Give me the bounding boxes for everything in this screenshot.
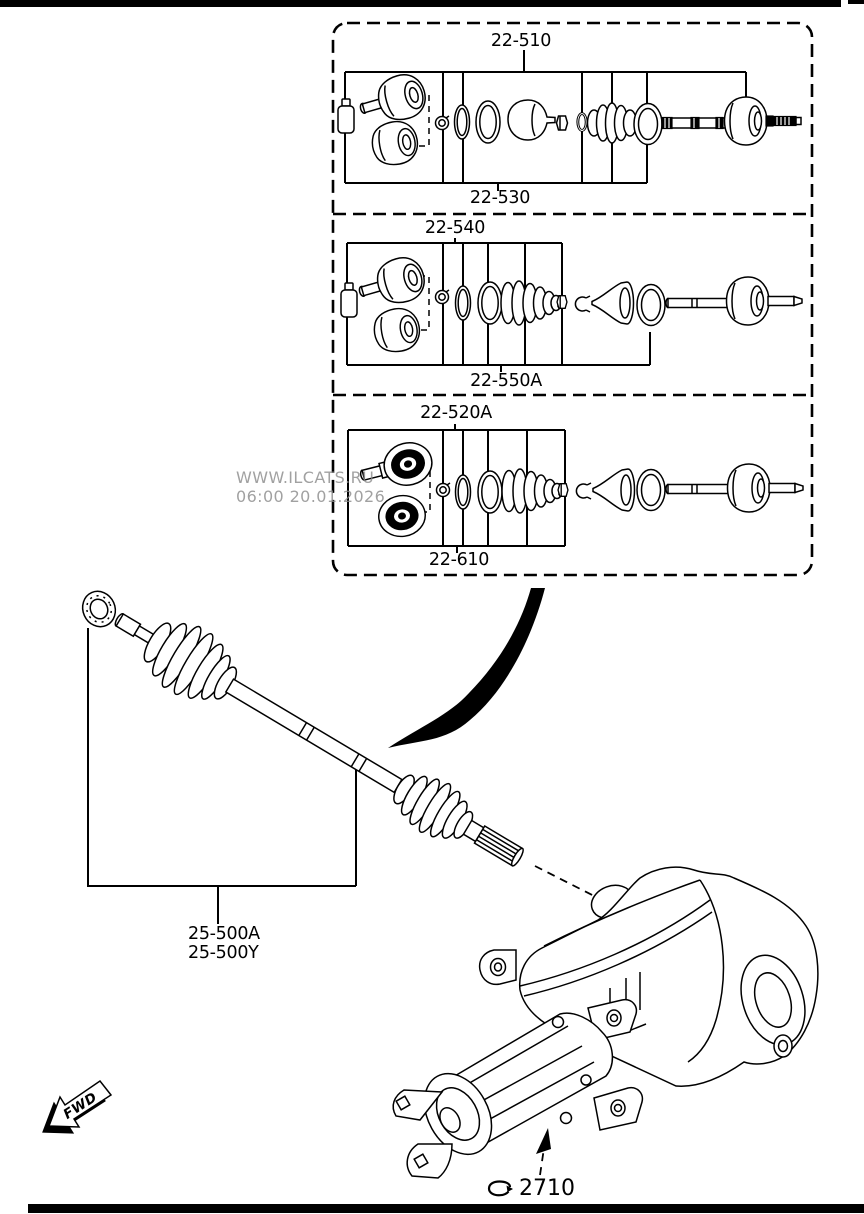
boot-band — [454, 474, 472, 510]
cv-boot-cone — [592, 468, 636, 512]
cv-joint-housing — [372, 69, 431, 126]
outer-cv-joint — [725, 276, 770, 326]
ref-arrow-icon — [487, 1179, 513, 1196]
ref-2710-leader — [536, 1128, 551, 1176]
cv-joint-housing — [368, 117, 422, 169]
ref-2710-text: 2710 — [519, 1176, 575, 1201]
boot-clamp — [555, 115, 569, 131]
boot-ring — [636, 468, 666, 512]
spindle — [768, 482, 804, 494]
spindle — [767, 295, 803, 307]
boot-clip — [575, 482, 592, 500]
label-22-540[interactable]: 22-540 — [424, 218, 486, 238]
boot-ring — [636, 283, 666, 327]
label-22-550A[interactable]: 22-550A — [470, 371, 542, 391]
cv-boot-ribbed — [586, 102, 638, 144]
cv-boot — [507, 99, 556, 141]
boot-ring — [475, 100, 501, 144]
boot-clip — [574, 295, 591, 313]
label-25-500A[interactable]: 25-500A — [188, 924, 260, 944]
small-band — [576, 112, 588, 132]
label-22-510[interactable]: 22-510 — [490, 31, 552, 51]
snap-ring — [434, 289, 450, 305]
label-22-520A[interactable]: 22-520A — [420, 403, 492, 423]
boot-clamp — [557, 483, 569, 497]
kit-row-inner — [347, 424, 804, 553]
kit-boundary-box — [331, 21, 814, 577]
cv-boot-ribbed — [501, 468, 567, 514]
retaining-ring — [81, 590, 117, 628]
drive-shaft-assembly — [81, 590, 603, 924]
stub-shaft — [665, 483, 734, 495]
outer-cv-joint — [726, 463, 771, 513]
axle-shaft — [114, 612, 524, 867]
snap-ring — [435, 482, 451, 498]
boot-band — [453, 104, 471, 140]
cv-boot-cone — [591, 281, 635, 325]
snap-ring — [434, 115, 450, 131]
label-25-500Y[interactable]: 25-500Y — [188, 943, 259, 963]
outer-cv-joint — [723, 96, 768, 146]
kit-row-outer — [337, 50, 802, 191]
stub-shaft — [665, 297, 734, 309]
boot-ring — [477, 470, 503, 514]
dynamic-damper — [340, 282, 358, 318]
boot-band — [454, 285, 472, 321]
label-22-530[interactable]: 22-530 — [469, 188, 531, 208]
boot-ring — [477, 281, 503, 325]
stub-shaft — [661, 116, 733, 130]
tripod-joint — [375, 491, 429, 541]
threaded-spindle — [765, 115, 802, 127]
boot-clamp — [556, 295, 568, 309]
cv-joint-housing — [371, 252, 430, 309]
fwd-arrow — [42, 1079, 113, 1134]
cv-boot-ribbed — [500, 280, 566, 326]
kit-row-middle — [340, 238, 803, 372]
differential-housing — [392, 866, 819, 1179]
tripod-joint — [378, 437, 438, 491]
boot-ring — [633, 102, 663, 146]
label-22-610[interactable]: 22-610 — [428, 550, 490, 570]
ref-2710[interactable]: 2710 — [486, 1176, 575, 1201]
dynamic-damper — [337, 98, 355, 134]
swoosh-pointer — [388, 588, 545, 748]
cv-joint-housing — [370, 304, 424, 356]
